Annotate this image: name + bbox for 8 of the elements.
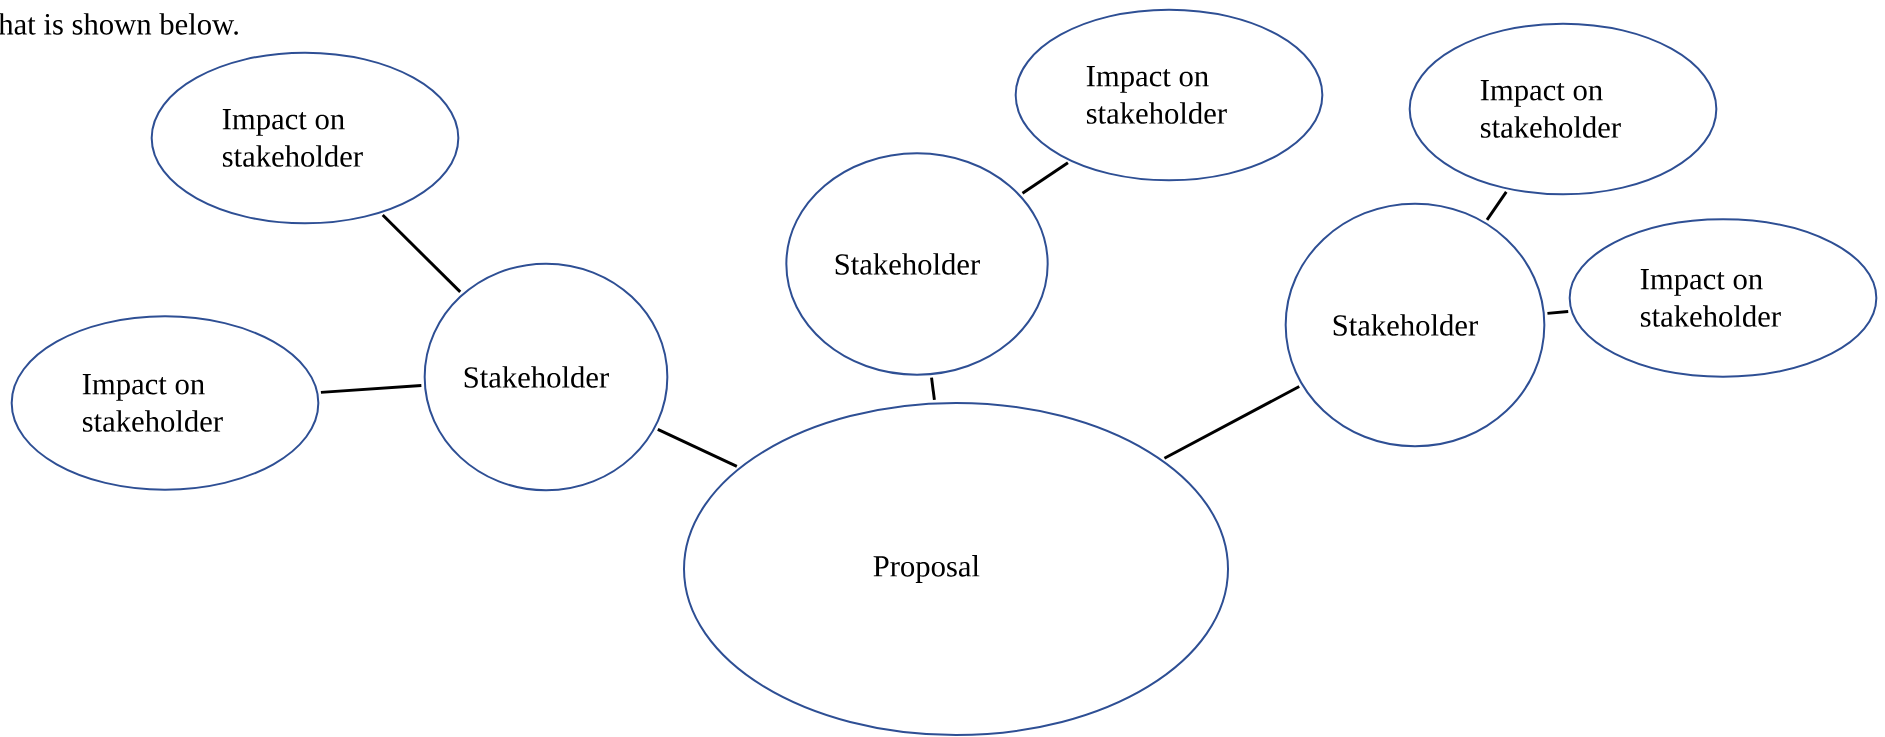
connector-line: [320, 384, 422, 394]
connector-line: [657, 428, 738, 468]
connector-line: [1021, 161, 1069, 195]
connector-line: [1547, 310, 1569, 315]
connector-line: [381, 214, 462, 293]
connector-line: [1163, 385, 1300, 460]
connector-line: [930, 377, 936, 401]
connector-line: [1485, 190, 1508, 221]
